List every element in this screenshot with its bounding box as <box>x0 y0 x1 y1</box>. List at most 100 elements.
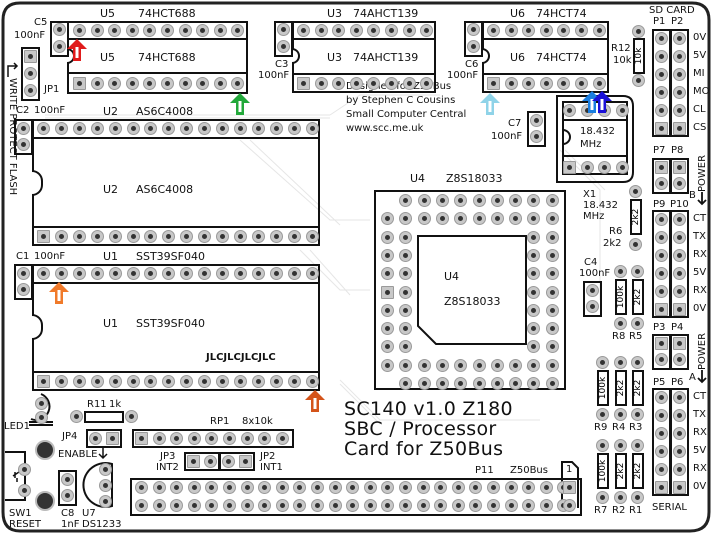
p5-ref: P5 <box>653 377 666 388</box>
u5-pin <box>125 24 139 37</box>
u4-body-outline <box>417 235 527 345</box>
sd-card-pin <box>655 50 668 63</box>
u4-pin <box>454 358 468 372</box>
p11-pin <box>223 481 236 494</box>
u2-pin <box>37 122 50 135</box>
u3-pin <box>297 24 310 37</box>
r11-ref: R11 <box>87 399 107 410</box>
r9-body: 100k <box>597 370 609 406</box>
u7-pad <box>99 495 112 508</box>
u1-part-top: SST39SF040 <box>136 250 205 263</box>
u2-pin <box>126 122 140 135</box>
c4-ref: C4 <box>584 257 598 268</box>
u4-pin <box>417 377 431 390</box>
p1-outline <box>652 29 671 137</box>
serial-a-pin <box>655 481 668 494</box>
power-a-label: POWER <box>697 332 708 370</box>
sd-card-pin-label: CS <box>693 122 707 133</box>
r11-pad <box>125 410 138 423</box>
c5-value: 100nF <box>14 30 46 41</box>
u1-pin <box>216 267 229 280</box>
u4-part-top: Z8S18033 <box>446 172 503 185</box>
u4-pin <box>435 358 449 372</box>
u4-pin <box>527 248 541 262</box>
u2-pin <box>305 230 319 243</box>
serial-a-pin <box>655 427 668 440</box>
u2-pin <box>72 230 86 243</box>
r8-value: 100k <box>616 285 626 309</box>
u3-pin <box>314 24 328 37</box>
c4-pad <box>586 300 599 313</box>
r8-pad <box>614 265 627 278</box>
p11-pin <box>187 499 201 512</box>
u5-pin <box>90 77 104 90</box>
p6-outline <box>670 388 689 496</box>
r5-pad <box>631 265 644 278</box>
rp1-pin <box>187 432 201 445</box>
sd-card-pin <box>655 122 668 135</box>
p9-ref: P9 <box>653 199 666 210</box>
r5-body: 2k2 <box>632 279 644 315</box>
u4-pin <box>509 358 523 372</box>
c7-ref: C7 <box>508 118 522 129</box>
c3-pad <box>277 23 290 36</box>
serial-b-pin-label: 0V <box>693 303 707 314</box>
u7-part: DS1233 <box>82 519 122 530</box>
u1-pin <box>180 375 194 388</box>
u5-pin <box>108 24 122 37</box>
c5-pad <box>53 23 66 36</box>
u4-ref: U4 <box>444 270 460 283</box>
p11-pin <box>205 499 219 512</box>
u6-pin <box>504 77 518 90</box>
sw1-mount-hole <box>35 440 55 460</box>
c5-ref: C5 <box>34 17 48 28</box>
u2-pin <box>180 230 194 243</box>
c7-value: 100nF <box>491 131 523 142</box>
u1-pin <box>198 375 212 388</box>
r9-value: 100k <box>598 376 608 400</box>
p11-pin <box>399 481 412 494</box>
jp4-arrow-icon <box>98 446 108 460</box>
p11-pin <box>311 481 324 494</box>
u2-pin <box>144 122 158 135</box>
serial-title: SERIAL <box>652 502 687 513</box>
u3-body <box>292 38 436 75</box>
u2-pin <box>269 230 283 243</box>
u4-pin <box>472 212 486 226</box>
serial-b-pin-label: 5V <box>693 267 707 278</box>
r8-pad <box>614 317 627 330</box>
r12-body-value: 10k <box>634 47 644 65</box>
u2-pin <box>198 122 212 135</box>
c8-pad <box>61 473 74 486</box>
u5-body <box>67 38 248 74</box>
serial-a-pin-label: TX <box>693 409 706 420</box>
p11-pin <box>346 481 360 494</box>
x1-freq-body: 18.432 <box>580 126 615 137</box>
r6-body-value: 2k2 <box>631 208 641 226</box>
p11-pin <box>135 481 148 494</box>
u5-pin <box>196 24 210 37</box>
r1-pad <box>631 439 644 452</box>
r12-ref: R12 <box>611 43 631 54</box>
r4-pad <box>614 356 627 369</box>
sd-card-pin <box>673 122 686 135</box>
p11-pin <box>275 499 289 512</box>
u1-pin <box>251 375 265 388</box>
jp2-label: INT1 <box>260 462 283 473</box>
sd-card-pin-label: CL <box>693 104 706 115</box>
c1-ref: C1 <box>16 251 30 262</box>
u3-pin <box>385 24 398 37</box>
u4-pin <box>509 194 523 207</box>
u3-ref: U3 <box>327 51 343 64</box>
r4-ref: R4 <box>612 422 626 433</box>
u3-pin <box>332 77 346 90</box>
jp4-label: ENABLE <box>58 449 98 460</box>
p3-pad <box>655 337 668 350</box>
p8-ref: P8 <box>671 145 684 156</box>
c7-pad <box>530 114 543 127</box>
serial-b-pin <box>673 285 686 298</box>
serial-b-pin <box>673 249 686 262</box>
c3-pad <box>277 40 290 53</box>
u5-pin <box>161 24 174 37</box>
r12-pad <box>632 25 645 38</box>
